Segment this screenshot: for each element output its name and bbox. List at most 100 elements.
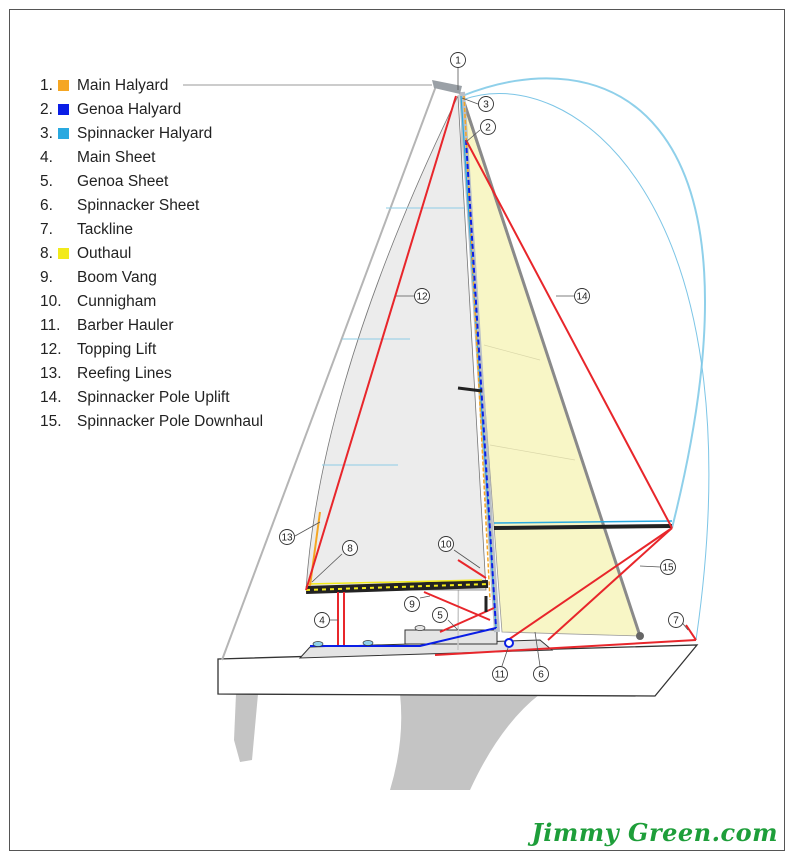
- callout-circle: [432, 607, 448, 623]
- callout-circle: [450, 52, 466, 68]
- callout-circle: [492, 666, 508, 682]
- callout-9-leader: [419, 595, 431, 599]
- legend-item: 7.Tackline: [40, 219, 133, 243]
- topping-lift: [305, 95, 457, 591]
- legend-label: Spinnacker Pole Downhaul: [77, 413, 264, 430]
- legend-label: Boom Vang: [77, 269, 157, 286]
- boom-reef-line: [305, 583, 489, 591]
- callout-number: 6: [538, 670, 544, 681]
- spinnaker-luff: [461, 92, 710, 641]
- legend-number: 14.: [40, 389, 62, 406]
- callout-3-leader: [461, 97, 479, 105]
- legend-label: Barber Hauler: [77, 317, 174, 334]
- spinnaker-sheet-to-deck: [434, 639, 697, 656]
- legend-number: 13.: [40, 365, 62, 382]
- callout-circle: [574, 288, 590, 304]
- legend-label: Spinnacker Pole Uplift: [77, 389, 230, 406]
- callout-8: 8: [342, 540, 358, 556]
- legend-label: Reefing Lines: [77, 365, 172, 382]
- outhaul-line: [307, 579, 483, 585]
- callout-circle: [414, 288, 430, 304]
- callout-10-leader: [453, 549, 481, 569]
- forestay: [460, 95, 642, 637]
- winch-3: [414, 625, 426, 631]
- legend-number: 1.: [40, 77, 53, 94]
- callout-12: 12: [414, 288, 430, 304]
- mainsail: [305, 94, 487, 591]
- callout-number: 2: [485, 123, 491, 134]
- legend-item: 13. Reefing Lines: [40, 363, 172, 387]
- callout-number: 11: [495, 670, 506, 681]
- callout-circle: [480, 119, 496, 135]
- callout-number: 14: [576, 292, 588, 303]
- tack-fitting: [636, 632, 644, 640]
- legend-number: 10.: [40, 293, 62, 310]
- legend-number: 7.: [40, 221, 53, 238]
- winch-2: [362, 640, 374, 646]
- legend-item: 9.Boom Vang: [40, 267, 157, 291]
- legend-number: 2.: [40, 101, 53, 118]
- spinnaker-pole-downhaul-a: [547, 527, 673, 641]
- callout-4: 4: [314, 612, 330, 628]
- callout-number: 15: [662, 563, 674, 574]
- callout-13: 13: [279, 529, 295, 545]
- callout-2-leader: [465, 129, 481, 143]
- callout-6-leader: [534, 631, 541, 667]
- callout-number: 12: [416, 292, 428, 303]
- legend-item: 15.Spinnacker Pole Downhaul: [40, 411, 263, 435]
- callout-2: 2: [480, 119, 496, 135]
- callout-7: 7: [668, 612, 684, 628]
- legend-number: 8.: [40, 245, 53, 262]
- callout-number: 10: [440, 540, 452, 551]
- legend-swatch: [58, 104, 69, 115]
- callout-circle: [404, 596, 420, 612]
- rudder: [234, 694, 258, 762]
- spinnaker-sheet: [507, 527, 673, 641]
- callout-6: 6: [533, 666, 549, 682]
- spreader: [457, 386, 483, 393]
- masthead-crane: [432, 80, 462, 94]
- legend-item: 14. Spinnacker Pole Uplift: [40, 387, 230, 411]
- callout-number: 13: [281, 533, 293, 544]
- callout-5-leader: [447, 619, 459, 631]
- legend-item: 10.Cunnigham: [40, 291, 156, 315]
- genoa-batten-2: [489, 444, 576, 461]
- callout-11-leader: [501, 647, 509, 667]
- genoa-halyard: [465, 139, 497, 629]
- legend-item: 8.Outhaul: [40, 243, 131, 267]
- callout-circle: [438, 536, 454, 552]
- callout-14: 14: [574, 288, 590, 304]
- legend-item: 3.Spinnacker Halyard: [40, 123, 212, 147]
- legend-label: Genoa Sheet: [77, 173, 169, 190]
- callout-circle: [668, 612, 684, 628]
- legend-number: 11.: [40, 317, 61, 334]
- callout-circle: [342, 540, 358, 556]
- callout-15: 15: [660, 559, 676, 575]
- legend-item: 11. Barber Hauler: [40, 315, 174, 339]
- legend-label: Main Halyard: [77, 77, 169, 94]
- callout-circle: [533, 666, 549, 682]
- cabin-top: [404, 629, 498, 645]
- legend-number: 6.: [40, 197, 53, 214]
- tackline: [685, 624, 697, 641]
- callout-number: 5: [437, 611, 443, 622]
- callout-number: 8: [347, 544, 353, 555]
- legend-label: Spinnacker Sheet: [77, 197, 200, 214]
- callout-5: 5: [432, 607, 448, 623]
- winch-1: [312, 641, 324, 647]
- deck-blue-line: [310, 627, 497, 647]
- backstay: [221, 85, 437, 661]
- legend-item: 6. Spinnacker Sheet: [40, 195, 199, 219]
- callout-number: 1: [455, 56, 461, 67]
- legend-number: 3.: [40, 125, 53, 142]
- spinnaker-pole-blue: [493, 520, 673, 524]
- callout-number: 3: [483, 100, 489, 111]
- callout-9: 9: [404, 596, 420, 612]
- legend-swatch: [58, 80, 69, 91]
- callout-number: 9: [409, 600, 415, 611]
- legend-item: 4.Main Sheet: [40, 147, 155, 171]
- legend-item: 12.Topping Lift: [40, 339, 156, 363]
- legend-number: 4.: [40, 149, 53, 166]
- genoa-batten-1: [483, 344, 541, 361]
